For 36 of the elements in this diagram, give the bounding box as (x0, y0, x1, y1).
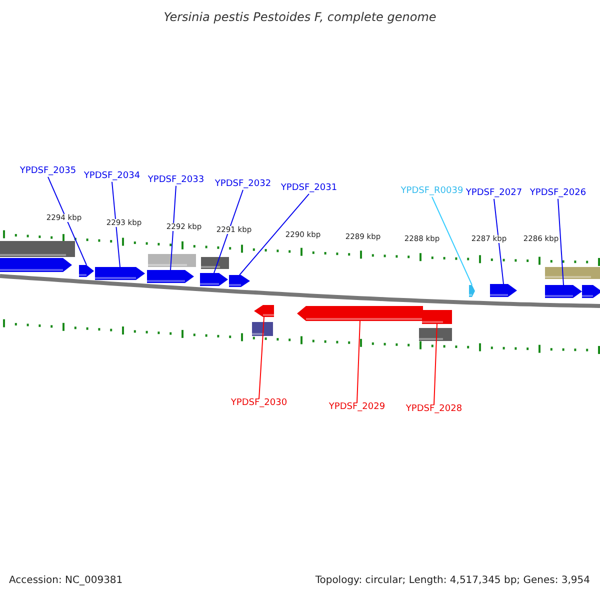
gene-label: YPDSF_2028 (406, 405, 462, 415)
leader-line (432, 196, 472, 286)
gene-feature (147, 270, 194, 283)
gene-feature (254, 305, 274, 317)
gene-feature (79, 265, 94, 277)
leader-line (239, 193, 310, 276)
gene-label: YPDSF_2026 (530, 189, 586, 199)
gene-feature (200, 273, 228, 286)
footer-text: Topology: circular; Length: 4,517,345 bp; Genes: 3,954 (315, 575, 590, 586)
gene-label: YPDSF_2034 (84, 172, 140, 182)
leader-line (434, 324, 438, 406)
gene-label: YPDSF_2027 (466, 189, 522, 199)
gene-label: YPDSF_2035 (20, 167, 76, 177)
gene-feature (0, 258, 72, 272)
title: Yersinia pestis Pestoides F, complete genome (164, 11, 436, 24)
gene-label: YPDSF_2032 (214, 180, 272, 190)
leader-line (258, 316, 264, 400)
gene-label: YPDSF_2033 (148, 176, 204, 186)
footer-text: Accession: NC_009381 (9, 575, 123, 586)
leader-line (494, 198, 504, 284)
gene-feature (297, 306, 423, 321)
gene-feature (229, 275, 250, 287)
leader-line (558, 198, 564, 286)
gene-label: YPDSF_2029 (328, 403, 386, 413)
leader-line (214, 189, 244, 274)
leader-line (48, 176, 87, 266)
gene-label: YPDSF_2031 (280, 184, 338, 194)
gene-label: YPDSF_2030 (230, 399, 288, 409)
gene-feature (582, 285, 600, 298)
leader-line (170, 185, 176, 270)
gene-feature (469, 285, 475, 297)
gene-feature (422, 310, 452, 324)
gene-label: YPDSF_R0039 (400, 187, 464, 197)
gene-feature (490, 284, 517, 297)
leader-line (112, 181, 120, 268)
leader-line (356, 320, 360, 404)
